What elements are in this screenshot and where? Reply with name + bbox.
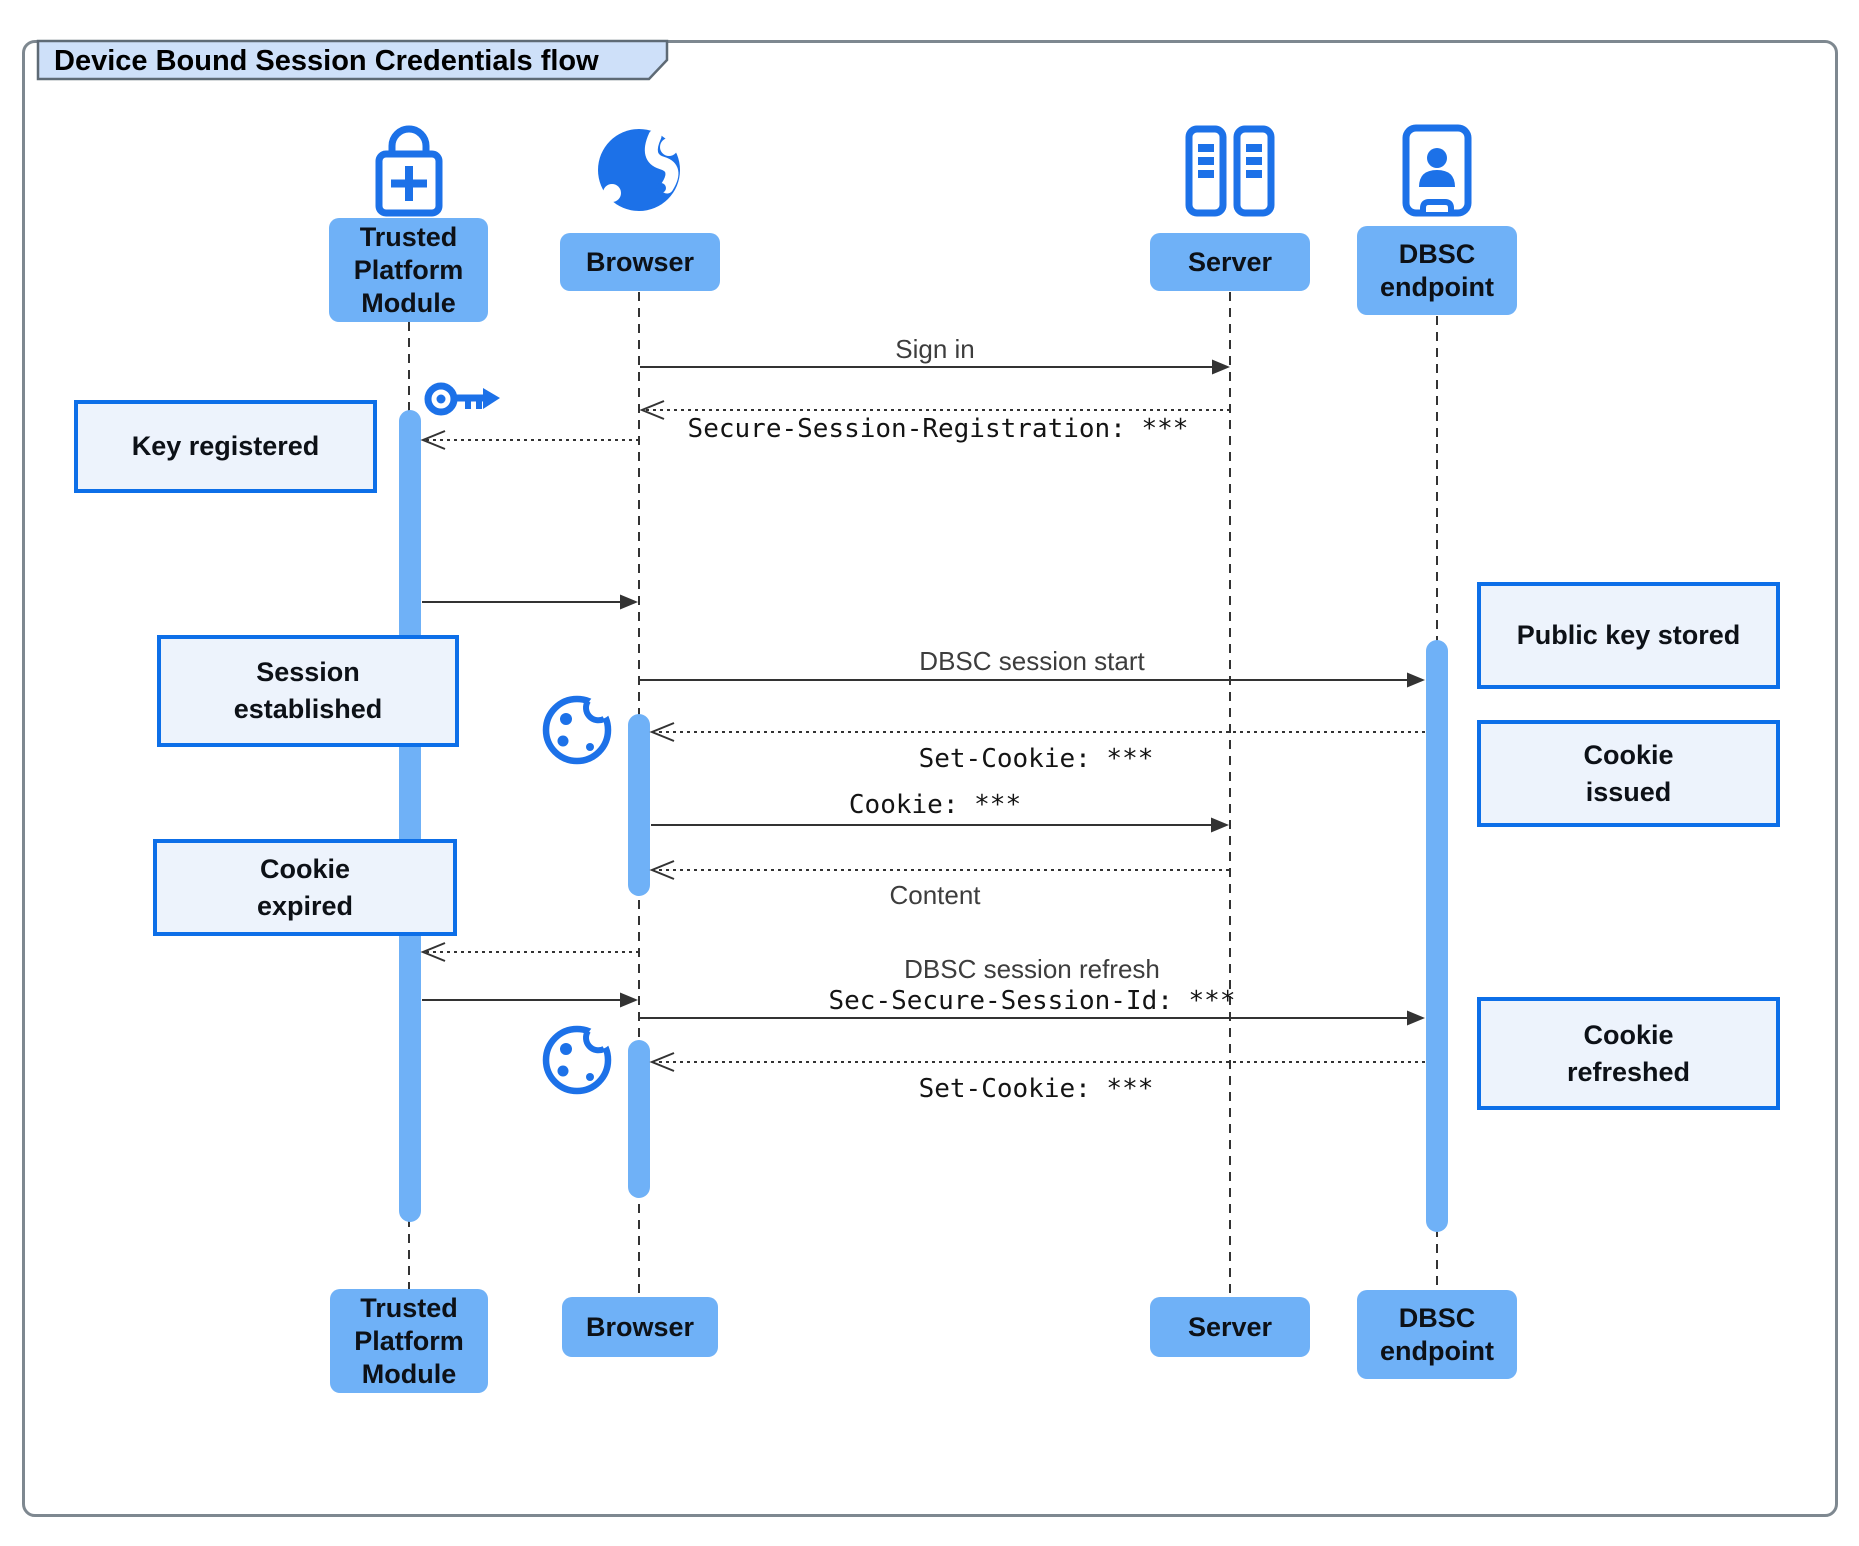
arrowhead-set-cookie-2 — [649, 1052, 675, 1072]
message-label-secure-session-registration: Secure-Session-Registration: *** — [687, 414, 1189, 444]
actor-browser-top: Browser — [560, 233, 720, 291]
cookie-icon — [546, 1025, 612, 1091]
actor-tpm-top: Trusted Platform Module — [329, 218, 488, 322]
note-cookie-issued: Cookie issued — [1477, 720, 1780, 827]
message-label-cookie: Cookie: *** — [848, 790, 1022, 820]
activation-browser-1 — [628, 714, 650, 896]
arrowhead-tpm-to-browser-1 — [620, 594, 638, 610]
lock-plus-icon — [375, 125, 443, 217]
message-label-dbsc-session-refresh: DBSC session refresh — [904, 954, 1160, 984]
message-label-set-cookie-2: Set-Cookie: *** — [918, 1074, 1154, 1104]
diagram-frame — [22, 40, 1838, 1517]
note-cookie-expired: Cookie expired — [153, 839, 457, 936]
arrowhead-dbsc-session-start — [1407, 672, 1425, 688]
arrowhead-tpm-to-browser-2 — [620, 992, 638, 1008]
solid-arrowheads — [620, 359, 1425, 1026]
actor-server-top: Server — [1150, 233, 1310, 291]
solid-arrows — [422, 366, 1407, 1019]
title-tab — [36, 39, 669, 81]
message-label-sec-secure-session-id: Sec-Secure-Session-Id: *** — [828, 986, 1236, 1016]
cookie-icon — [542, 695, 612, 765]
dashed-arrows — [425, 409, 1425, 1063]
id-badge-icon — [1402, 124, 1472, 217]
arrowhead-cookie — [1211, 817, 1229, 833]
globe-icon — [598, 129, 680, 211]
activation-bars — [399, 410, 1448, 1232]
message-label-sign-in: Sign in — [895, 334, 975, 364]
key-icon — [424, 382, 500, 416]
server-rack-icon — [1185, 125, 1275, 217]
arrowhead-content — [649, 860, 675, 880]
actor-tpm-bottom: Trusted Platform Module — [330, 1289, 488, 1393]
message-label-set-cookie-1: Set-Cookie: *** — [918, 744, 1154, 774]
activation-browser-2 — [628, 1040, 650, 1198]
arrowhead-dbsc-session-refresh — [1407, 1010, 1425, 1026]
arrowhead-browser-to-tpm-2 — [420, 942, 446, 962]
activation-tpm — [399, 410, 421, 1222]
note-key-registered: Key registered — [74, 400, 377, 493]
actor-browser-bottom: Browser — [562, 1297, 718, 1357]
arrowhead-set-cookie-1 — [649, 722, 675, 742]
actor-server-bottom: Server — [1150, 1297, 1310, 1357]
actor-dbsc-bottom: DBSC endpoint — [1357, 1290, 1517, 1379]
activation-dbsc — [1426, 640, 1448, 1232]
actor-dbsc-top: DBSC endpoint — [1357, 226, 1517, 315]
arrowhead-sign-in — [1212, 359, 1230, 375]
arrowhead-browser-to-tpm-1 — [420, 430, 446, 450]
arrowhead-secure-session-registration — [639, 400, 665, 420]
open-arrowheads — [420, 400, 675, 1072]
message-label-dbsc-session-start: DBSC session start — [919, 646, 1145, 676]
note-public-key-stored: Public key stored — [1477, 582, 1780, 689]
diagram-title: Device Bound Session Credentials flow — [54, 45, 599, 77]
message-label-content: Content — [889, 880, 981, 910]
note-cookie-refreshed: Cookie refreshed — [1477, 997, 1780, 1110]
note-session-established: Session established — [157, 635, 459, 747]
